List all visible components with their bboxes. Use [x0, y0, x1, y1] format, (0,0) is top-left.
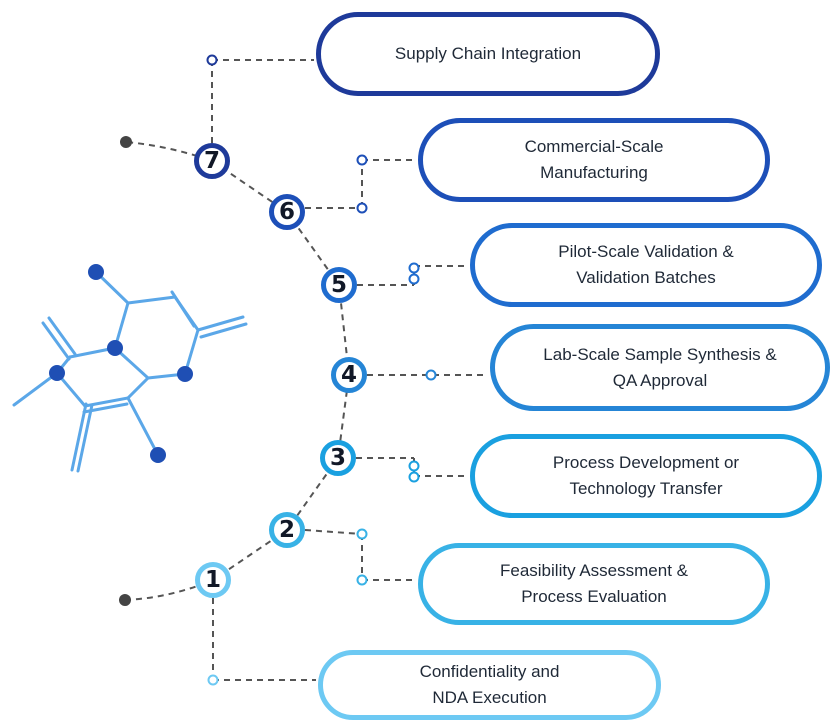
step-box-1: Confidentiality and NDA Execution [318, 650, 661, 720]
connector-node-6b [356, 202, 368, 214]
molecule-atom-2 [107, 340, 123, 356]
molecule-bond-10 [12, 371, 59, 407]
step-number-2: 2 [269, 512, 305, 548]
molecule-bond-19 [170, 290, 196, 328]
molecule-bond-16 [47, 316, 77, 356]
molecule-atom-5 [150, 447, 166, 463]
molecule-bond-17 [196, 315, 245, 332]
molecule-atom-3 [177, 366, 193, 382]
connector-node-5a [408, 262, 420, 274]
step-box-3: Process Development or Technology Transf… [470, 434, 822, 518]
molecule-bond-7 [126, 295, 177, 305]
step-box-7: Supply Chain Integration [316, 12, 660, 96]
step-number-3: 3 [320, 440, 356, 476]
connector-step-2-a [304, 529, 363, 535]
molecule-bond-21 [76, 403, 94, 473]
step-number-6: 6 [269, 194, 305, 230]
molecule-bond-14 [126, 396, 160, 457]
molecule-bond-13 [126, 376, 150, 400]
connector-node-6a [356, 154, 368, 166]
step-number-4: 4 [331, 357, 367, 393]
step-box-6: Commercial-Scale Manufacturing [418, 118, 770, 202]
timeline-start-dot [119, 594, 131, 606]
connector-node-7 [206, 54, 218, 66]
connector-node-5b [408, 273, 420, 285]
step-number-1: 1 [195, 562, 231, 598]
connector-node-1 [207, 674, 219, 686]
timeline-arc [124, 141, 351, 601]
timeline-end-dot [120, 136, 132, 148]
molecule-atom-1 [88, 264, 104, 280]
step-box-4: Lab-Scale Sample Synthesis & QA Approval [490, 324, 830, 411]
step-number-7: 7 [194, 143, 230, 179]
connector-node-4 [425, 369, 437, 381]
connector-node-3b [408, 471, 420, 483]
molecule-bond-22 [82, 402, 129, 414]
step-box-5: Pilot-Scale Validation & Validation Batc… [470, 223, 822, 307]
molecule-atom-4 [49, 365, 65, 381]
connector-node-3a [408, 460, 420, 472]
connector-node-2a [356, 528, 368, 540]
molecule-bond-18 [199, 322, 248, 339]
step-box-2: Feasibility Assessment & Process Evaluat… [418, 543, 770, 625]
step-number-5: 5 [321, 267, 357, 303]
molecule-bond-15 [41, 321, 71, 361]
connector-node-2b [356, 574, 368, 586]
molecule-bond-20 [70, 402, 88, 472]
